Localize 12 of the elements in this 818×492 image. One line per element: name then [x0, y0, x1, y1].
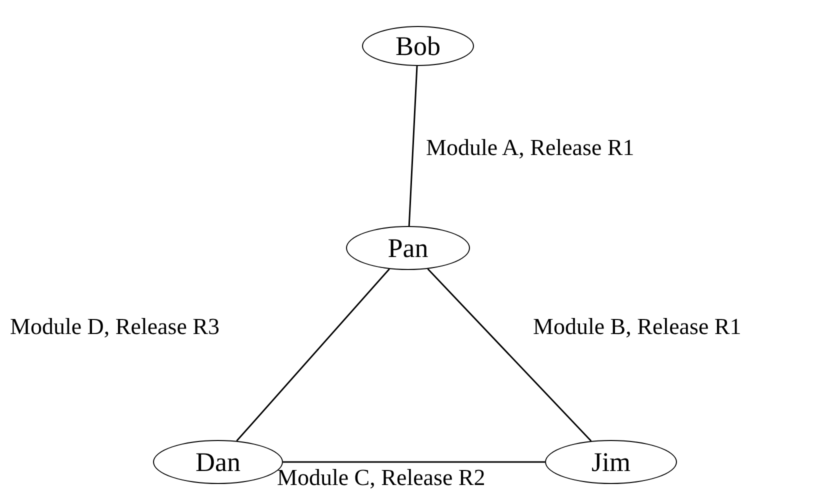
- connector-line: [236, 268, 390, 442]
- node-label: Bob: [395, 32, 440, 60]
- connector-line: [283, 461, 545, 463]
- node-label: Jim: [591, 448, 630, 476]
- connector-line: [408, 66, 418, 226]
- connector-line: [427, 268, 592, 442]
- edge-label: Module A, Release R1: [426, 136, 634, 159]
- node-label: Dan: [196, 448, 240, 476]
- edge-label: Module D, Release R3: [10, 315, 220, 338]
- node-label: Pan: [388, 234, 428, 262]
- edge-label: Module C, Release R2: [277, 466, 486, 489]
- edge-label: Module B, Release R1: [533, 315, 742, 338]
